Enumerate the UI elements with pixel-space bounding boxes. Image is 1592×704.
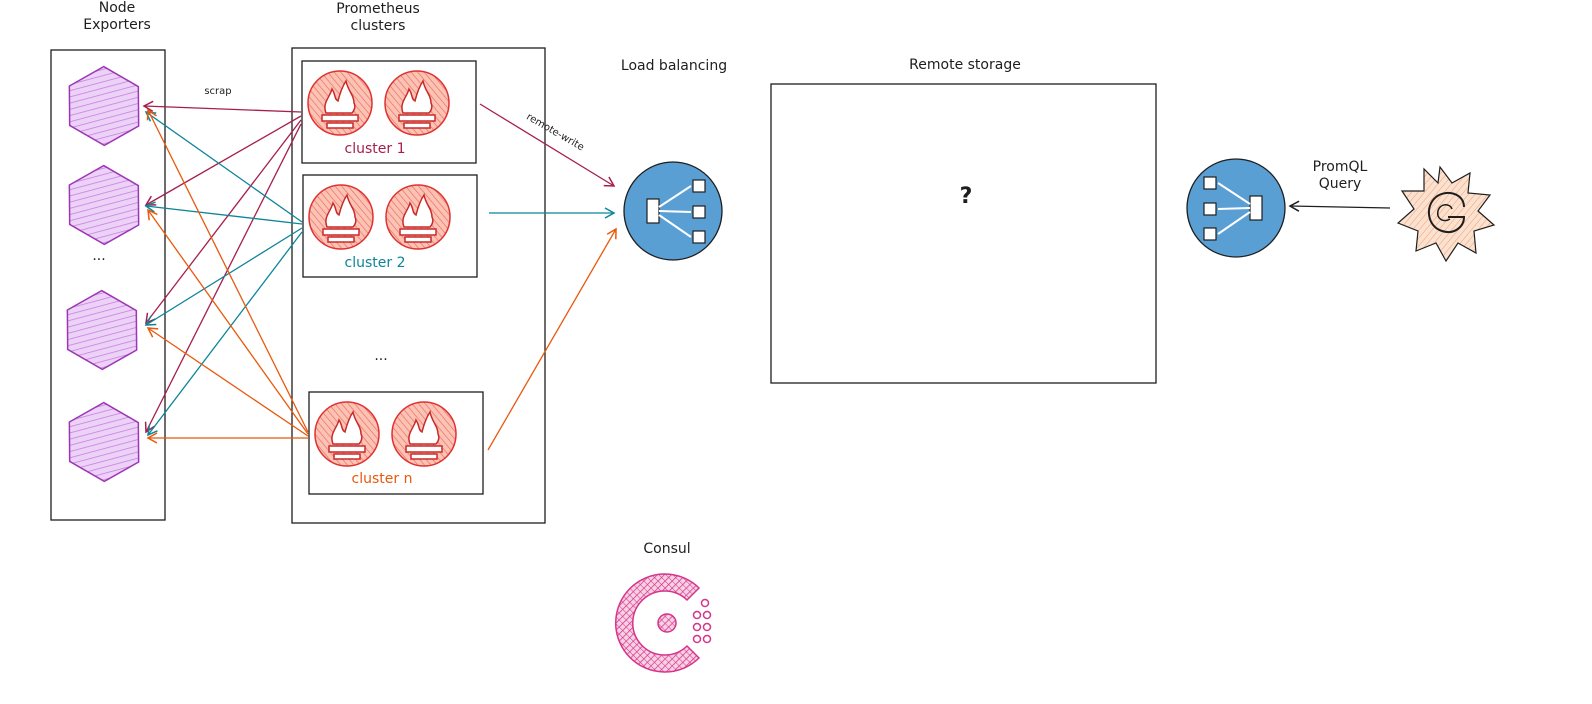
load-balancing-title: Load balancing <box>620 58 728 74</box>
load-balancer-icon <box>623 161 723 261</box>
hexagon-icon <box>49 279 155 381</box>
remote-write-arrow-cluster-n <box>487 227 617 451</box>
load-balancer-icon <box>1186 158 1286 258</box>
prometheus-icon <box>385 184 451 250</box>
scrape-arrows-cluster-2 <box>144 111 303 437</box>
cluster-1-label: cluster 1 <box>344 141 406 157</box>
cluster-n-label: cluster n <box>351 471 413 487</box>
cluster-1-box <box>301 60 477 164</box>
prometheus-icon <box>384 70 450 136</box>
consul-icon <box>614 573 712 673</box>
grafana-icon <box>1396 165 1496 263</box>
scrape-arrows-cluster-1 <box>142 100 302 434</box>
scrape-arrows-cluster-n <box>146 108 309 444</box>
prometheus-clusters-title: Prometheus clusters <box>336 1 420 34</box>
cluster-2-box <box>302 174 478 278</box>
scrap-label: scrap <box>204 86 232 97</box>
remote-storage-box <box>770 83 1157 384</box>
remote-storage-title: Remote storage <box>909 57 1021 73</box>
promql-query-arrow <box>1288 200 1391 212</box>
hexagon-icon <box>51 154 157 256</box>
remote-write-arrow-cluster-1 <box>479 103 616 187</box>
node-exporters-ellipsis: ... <box>92 248 106 264</box>
prometheus-clusters-ellipsis: ... <box>374 348 388 364</box>
consul-title: Consul <box>643 541 691 557</box>
promql-query-label: PromQL Query <box>1312 159 1368 192</box>
hexagon-icon <box>51 391 157 493</box>
node-exporters-title: Node Exporters <box>83 0 151 33</box>
prometheus-icon <box>314 401 380 467</box>
prometheus-clusters-frame <box>291 47 546 524</box>
prometheus-icon <box>307 70 373 136</box>
cluster-n-box <box>308 391 484 495</box>
prometheus-icon <box>391 401 457 467</box>
remote-storage-question-mark: ? <box>959 184 973 209</box>
hexagon-icon <box>51 55 157 157</box>
cluster-2-label: cluster 2 <box>344 255 406 271</box>
node-exporters-frame <box>50 49 166 521</box>
prometheus-icon <box>308 184 374 250</box>
